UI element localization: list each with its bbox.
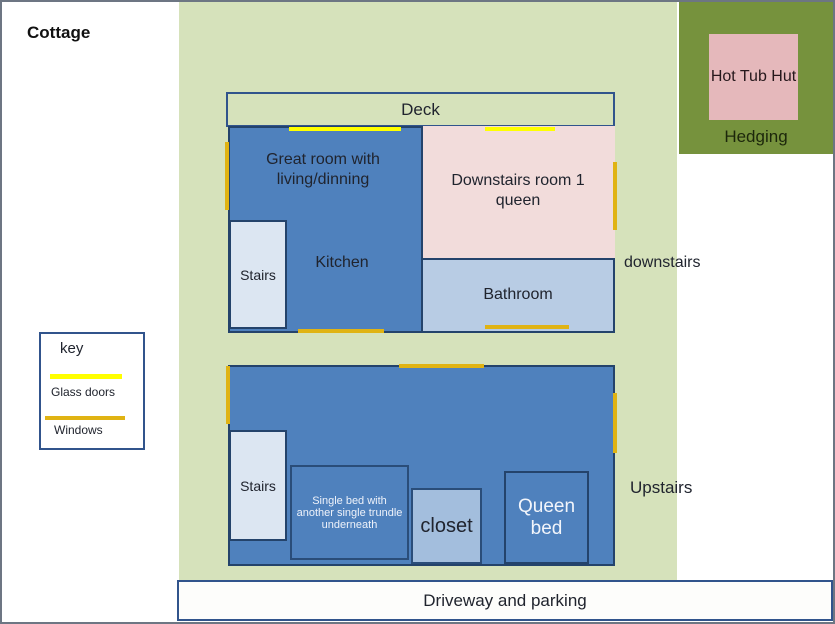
window-marker-bedroom-right bbox=[613, 162, 617, 230]
glass-door-marker-bedroom bbox=[485, 127, 555, 131]
bathroom bbox=[421, 260, 613, 331]
kitchen-label: Kitchen bbox=[315, 254, 369, 271]
window-marker-bathroom-bottom bbox=[485, 325, 569, 329]
single-bed-box: Single bed with another single trundle u… bbox=[290, 465, 409, 560]
downstairs-bedroom-label: Downstairs room 1 queen bbox=[451, 172, 585, 209]
hedging-label: Hedging bbox=[724, 127, 788, 146]
great-room-label: Great room with living/dinning bbox=[266, 151, 380, 188]
downstairs-label: downstairs bbox=[624, 254, 701, 271]
stairs-downstairs-label: Stairs bbox=[240, 266, 276, 283]
windows-key-label: Windows bbox=[54, 423, 103, 437]
hot-tub-hut: Hot Tub Hut bbox=[709, 34, 798, 120]
window-marker-upstairs-top bbox=[399, 364, 484, 368]
window-marker-upstairs-left bbox=[226, 366, 230, 424]
stairs-downstairs: Stairs bbox=[229, 220, 287, 329]
upstairs-label: Upstairs bbox=[630, 478, 693, 497]
window-marker-kitchen-bottom bbox=[298, 329, 384, 333]
glass-door-marker-great-room bbox=[289, 127, 401, 131]
key-box bbox=[39, 332, 145, 450]
bathroom-label: Bathroom bbox=[483, 286, 553, 303]
window-marker-great-room-left bbox=[225, 142, 229, 210]
hot-tub-hut-label: Hot Tub Hut bbox=[710, 68, 797, 85]
window-marker-upstairs-right bbox=[613, 393, 617, 453]
deck-label: Deck bbox=[401, 99, 440, 119]
glass-doors-key-label: Glass doors bbox=[51, 385, 116, 399]
driveway-label: Driveway and parking bbox=[423, 590, 587, 610]
driveway-bar: Driveway and parking bbox=[177, 580, 833, 621]
deck: Deck bbox=[226, 92, 615, 127]
closet-label: closet bbox=[420, 514, 473, 537]
stairs-upstairs-label: Stairs bbox=[240, 477, 276, 494]
closet-box: closet bbox=[411, 488, 482, 564]
stairs-upstairs: Stairs bbox=[229, 430, 287, 541]
key-title: key bbox=[60, 340, 84, 357]
window-key-swatch bbox=[45, 416, 125, 420]
single-bed-label: Single bed with another single trundle u… bbox=[296, 494, 403, 531]
glass-door-key-swatch bbox=[50, 374, 122, 379]
queen-bed-label: Queen bed bbox=[517, 495, 576, 539]
downstairs-bedroom bbox=[421, 126, 615, 260]
page-title: Cottage bbox=[27, 23, 91, 42]
queen-bed-box: Queen bed bbox=[504, 471, 589, 564]
